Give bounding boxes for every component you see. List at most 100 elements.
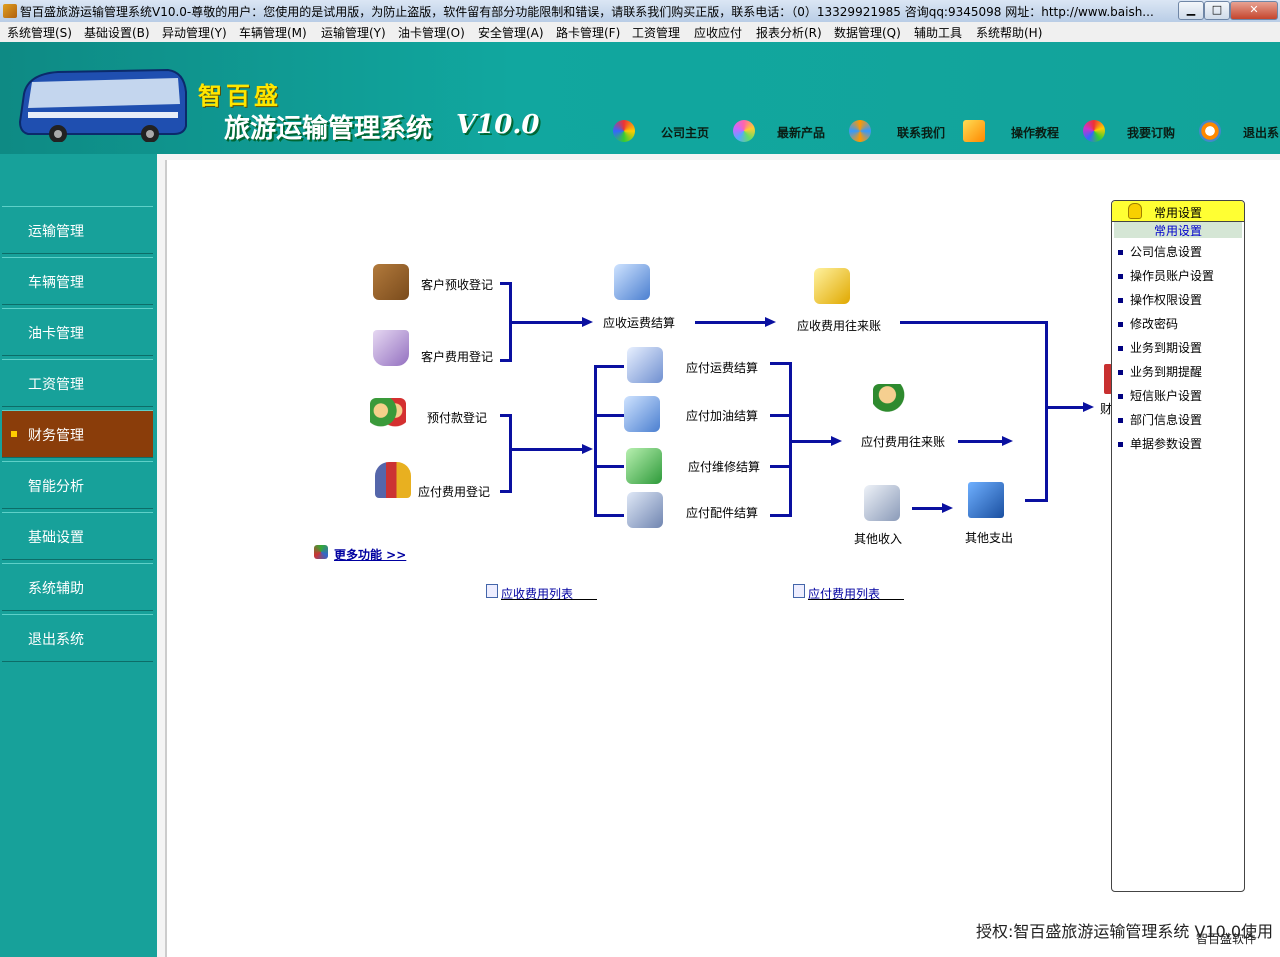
maximize-button[interactable]: □ [1204,1,1230,20]
settings-item-label: 公司信息设置 [1130,245,1203,259]
connector [900,321,1048,324]
card-icon[interactable] [627,347,663,383]
menu-system[interactable]: 系统管理(S) [7,26,72,40]
finance-flow-panel [165,160,1280,957]
people-icon[interactable] [370,398,406,434]
connector [594,365,597,517]
settings-expiry-reminder[interactable]: 业务到期提醒 [1118,363,1202,380]
sidebar-item-exit[interactable]: 退出系统 [2,614,153,662]
group-icon[interactable] [375,462,411,498]
menu-transport[interactable]: 运输管理(Y) [321,26,386,40]
connector [594,465,624,468]
settings-item-label: 部门信息设置 [1130,413,1203,427]
connector [695,321,767,324]
parts-folder-icon[interactable] [627,492,663,528]
menu-basic-settings[interactable]: 基础设置(B) [84,26,150,40]
sidebar-item-transport[interactable]: 运输管理 [2,206,153,254]
settings-company-info[interactable]: 公司信息设置 [1118,243,1202,260]
connector [789,362,792,517]
menu-data[interactable]: 数据管理(Q) [834,26,901,40]
connector [770,362,792,365]
fuel-folder-icon[interactable] [624,396,660,432]
flow-receivable-freight[interactable]: 应收运费结算 [603,316,676,330]
sidebar-item-basic-settings[interactable]: 基础设置 [2,512,153,560]
settings-item-label: 业务到期提醒 [1130,365,1203,379]
menu-vehicle[interactable]: 车辆管理(M) [239,26,307,40]
settings-expiry[interactable]: 业务到期设置 [1118,339,1202,356]
settings-document-params[interactable]: 单据参数设置 [1118,435,1202,452]
flow-customer-prereceive[interactable]: 客户预收登记 [421,278,494,292]
topnav-label: 联系我们 [897,126,946,140]
upload-arrow-icon[interactable] [626,448,662,484]
connector [594,514,624,517]
sidebar-item-finance[interactable]: 财务管理 [2,410,153,458]
sidebar-item-label: 智能分析 [28,479,84,495]
connector [912,507,944,510]
settings-department[interactable]: 部门信息设置 [1118,411,1202,428]
folder-icon[interactable] [814,268,850,304]
product-title: 旅游运输管理系统 [224,114,433,144]
monitor-gear-icon[interactable] [968,482,1004,518]
menu-reports[interactable]: 报表分析(R) [756,26,822,40]
settings-change-password[interactable]: 修改密码 [1118,315,1178,332]
menu-road-card[interactable]: 路卡管理(F) [556,26,621,40]
sidebar-item-analysis[interactable]: 智能分析 [2,461,153,509]
finance-summary-icon[interactable] [1104,364,1112,394]
bullet-icon [1118,298,1123,303]
menu-tools[interactable]: 辅助工具 [914,26,963,40]
sidebar-item-vehicle[interactable]: 车辆管理 [2,257,153,305]
topnav-label: 最新产品 [777,126,826,140]
menu-bar: 系统管理(S) 基础设置(B) 异动管理(Y) 车辆管理(M) 运输管理(Y) … [0,22,1280,43]
boxes-icon[interactable] [373,264,409,300]
common-settings-panel: 常用设置 常用设置 公司信息设置 操作员账户设置 操作权限设置 修改密码 业务到… [1111,200,1245,892]
flow-payable-repair[interactable]: 应付维修结算 [688,460,761,474]
bullet-icon [1118,418,1123,423]
flow-payable-parts[interactable]: 应付配件结算 [686,506,759,520]
shopping-cart-icon[interactable] [373,330,409,366]
flow-other-income[interactable]: 其他收入 [854,532,903,546]
sidebar-item-salary[interactable]: 工资管理 [2,359,153,407]
menu-salary[interactable]: 工资管理 [632,26,681,40]
flow-receivable-account[interactable]: 应收费用往来账 [797,319,882,333]
close-button[interactable]: ✕ [1230,1,1278,20]
sidebar-item-system-aux[interactable]: 系统辅助 [2,563,153,611]
settings-permissions[interactable]: 操作权限设置 [1118,291,1202,308]
sidebar-item-fuel-card[interactable]: 油卡管理 [2,308,153,356]
bullet-icon [1118,442,1123,447]
receivable-list-link[interactable]: 应收费用列表 [501,587,574,601]
calculator-icon[interactable] [864,485,900,521]
flow-prepay[interactable]: 预付款登记 [427,411,488,425]
connector [594,414,624,417]
menu-help[interactable]: 系统帮助(H) [976,26,1043,40]
link-icon [849,120,871,142]
sidebar-item-label: 油卡管理 [28,326,84,342]
user-key-icon[interactable] [873,384,909,420]
menu-change[interactable]: 异动管理(Y) [162,26,227,40]
document-icon [793,584,805,598]
sidebar-item-label: 财务管理 [28,428,84,444]
flow-payable-freight[interactable]: 应付运费结算 [686,361,759,375]
menu-receivable-payable[interactable]: 应收应付 [694,26,743,40]
bullet-icon [1118,250,1123,255]
flow-payable-fee[interactable]: 应付费用登记 [418,485,491,499]
settings-sms-account[interactable]: 短信账户设置 [1118,387,1202,404]
flow-other-expense[interactable]: 其他支出 [965,531,1014,545]
header-banner: 智百盛 旅游运输管理系统 V10.0 [0,42,1280,154]
menu-safety[interactable]: 安全管理(A) [478,26,544,40]
topnav-exit[interactable]: 退出系 [1199,118,1280,146]
bullet-icon [1118,370,1123,375]
tools-folder-icon[interactable] [614,264,650,300]
common-settings-header[interactable]: 常用设置 [1112,201,1244,222]
settings-operator-account[interactable]: 操作员账户设置 [1118,267,1214,284]
payable-list-link[interactable]: 应付费用列表 [808,587,881,601]
menu-fuel-card[interactable]: 油卡管理(O) [398,26,465,40]
flow-payable-account[interactable]: 应付费用往来账 [861,435,946,449]
connector [1025,499,1048,502]
title-bar: 智百盛旅游运输管理系统V10.0-尊敬的用户：您使用的是试用版，为防止盗版，软件… [0,0,1280,23]
flow-customer-fee[interactable]: 客户费用登记 [421,350,494,364]
more-functions-icon [314,545,328,559]
flow-payable-fuel[interactable]: 应付加油结算 [686,409,759,423]
flow-finance-summary-partial[interactable]: 财 [1100,402,1111,416]
more-functions-link[interactable]: 更多功能 >> [334,548,407,562]
minimize-button[interactable]: ▁ [1178,1,1204,20]
